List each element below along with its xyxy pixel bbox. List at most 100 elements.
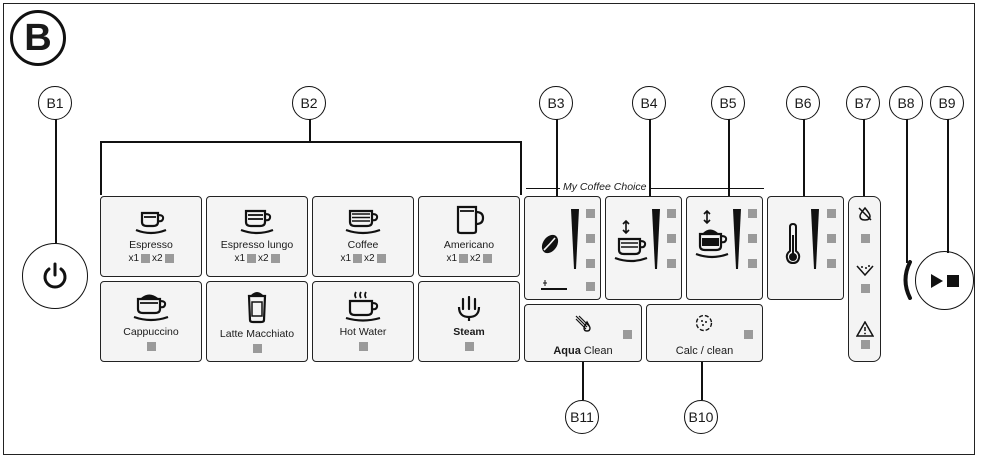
temperature-indicator-3 — [827, 259, 836, 268]
strength-indicator-2 — [586, 234, 595, 243]
x1-indicator — [141, 254, 150, 263]
cappuccino-label: Cappuccino — [123, 326, 179, 338]
temperature-indicator-1 — [827, 209, 836, 218]
hot-water-indicator — [358, 342, 368, 351]
callout-b3: B3 — [539, 86, 573, 120]
b10-leader — [701, 352, 703, 400]
hot-water-button[interactable]: Hot Water — [312, 281, 414, 362]
americano-qty: x1 x2 — [446, 253, 492, 264]
b7-leader — [863, 118, 865, 208]
water-tank-indicator — [861, 234, 870, 243]
coffee-quantity-indicator-1 — [667, 209, 676, 218]
b2-bracket-left — [100, 141, 102, 195]
coffee-quantity-button[interactable] — [605, 196, 682, 300]
b8-leader — [906, 118, 908, 263]
b5-leader — [728, 118, 730, 208]
aquaclean-indicator — [623, 330, 632, 339]
callout-b11: B11 — [565, 400, 599, 434]
latte-macchiato-label: Latte Macchiato — [219, 328, 295, 340]
espresso-lungo-qty: x1 x2 — [234, 253, 280, 264]
espresso-lungo-label: Espresso lungo — [220, 239, 294, 251]
espresso-label: Espresso — [129, 239, 173, 251]
milk-quantity-indicator-3 — [748, 259, 757, 268]
warning-icon — [856, 321, 874, 337]
aquaclean-button[interactable]: Aqua Clean — [524, 304, 642, 362]
lungo-cup-icon — [240, 209, 274, 235]
temperature-button[interactable] — [767, 196, 844, 300]
milk-quantity-indicator-1 — [748, 209, 757, 218]
x2-indicator — [270, 254, 280, 263]
mug-icon — [456, 205, 485, 235]
coffee-quantity-indicator-3 — [667, 259, 676, 268]
espresso-qty: x1 x2 — [128, 253, 174, 264]
warning-indicator — [861, 340, 870, 349]
b9-leader — [947, 118, 949, 253]
hot-water-icon — [345, 291, 381, 322]
cappuccino-indicator — [146, 342, 156, 351]
b11-leader — [582, 352, 584, 400]
strength-button[interactable] — [524, 196, 601, 300]
x2-indicator — [164, 254, 174, 263]
figure-frame — [3, 3, 975, 455]
strength-level-bars — [571, 209, 579, 269]
coffee-button[interactable]: Coffee x1 x2 — [312, 196, 414, 277]
latte-glass-icon — [247, 292, 267, 324]
ground-coffee-icon — [541, 280, 567, 290]
temperature-indicator-2 — [827, 234, 836, 243]
b4-leader — [649, 118, 651, 208]
coffee-quantity-icon — [614, 219, 648, 263]
cappuccino-button[interactable]: Cappuccino — [100, 281, 202, 362]
calc-clean-indicator — [744, 330, 753, 339]
coffee-qty: x1 x2 — [340, 253, 386, 264]
start-stop-button[interactable] — [915, 251, 974, 310]
callout-b5: B5 — [711, 86, 745, 120]
x2-indicator — [376, 254, 386, 263]
calc-clean-icon — [695, 314, 713, 332]
strength-indicator-1 — [586, 209, 595, 218]
water-tank-empty-icon — [858, 206, 872, 221]
calc-clean-button[interactable]: Calc / clean — [646, 304, 763, 362]
alert-panel — [848, 196, 881, 362]
milk-quantity-icon — [695, 209, 729, 259]
b3-leader — [556, 118, 558, 213]
power-button[interactable] — [22, 243, 88, 309]
coffee-cup-icon — [345, 209, 381, 235]
b6-leader — [803, 118, 805, 208]
steam-indicator — [464, 342, 474, 351]
aquaclean-icon — [575, 315, 591, 332]
steam-button[interactable]: Steam — [418, 281, 520, 362]
milk-quantity-button[interactable] — [686, 196, 763, 300]
thermometer-icon — [785, 223, 801, 265]
coffee-bean-icon — [541, 234, 559, 254]
x2-indicator — [482, 254, 492, 263]
callout-b8: B8 — [889, 86, 923, 120]
latte-macchiato-indicator — [252, 344, 262, 353]
callout-b1: B1 — [38, 86, 72, 120]
x1-indicator — [247, 254, 256, 263]
b1-leader — [55, 118, 57, 243]
cappuccino-icon — [133, 294, 169, 322]
callout-b6: B6 — [786, 86, 820, 120]
espresso-lungo-button[interactable]: Espresso lungo x1 x2 — [206, 196, 308, 277]
b2-bracket-top — [100, 141, 521, 143]
play-stop-icon — [930, 273, 959, 288]
milk-quantity-indicator-2 — [748, 234, 757, 243]
callout-b10: B10 — [684, 400, 718, 434]
x1-indicator — [353, 254, 362, 263]
grounds-container-icon — [856, 265, 874, 277]
aquaclean-label: Aqua Clean — [553, 345, 613, 357]
espresso-button[interactable]: Espresso x1 x2 — [100, 196, 202, 277]
callout-b7: B7 — [846, 86, 880, 120]
americano-button[interactable]: Americano x1 x2 — [418, 196, 520, 277]
hot-water-label: Hot Water — [339, 326, 387, 338]
latte-macchiato-button[interactable]: Latte Macchiato — [206, 281, 308, 362]
calc-clean-label: Calc / clean — [675, 345, 734, 357]
coffee-quantity-bars — [652, 209, 660, 269]
coffee-label: Coffee — [347, 239, 379, 251]
americano-label: Americano — [443, 239, 495, 251]
b2-bracket-right — [520, 141, 522, 195]
callout-b2: B2 — [292, 86, 326, 120]
x1-indicator — [459, 254, 468, 263]
coffee-quantity-indicator-2 — [667, 234, 676, 243]
grounds-indicator — [861, 284, 870, 293]
